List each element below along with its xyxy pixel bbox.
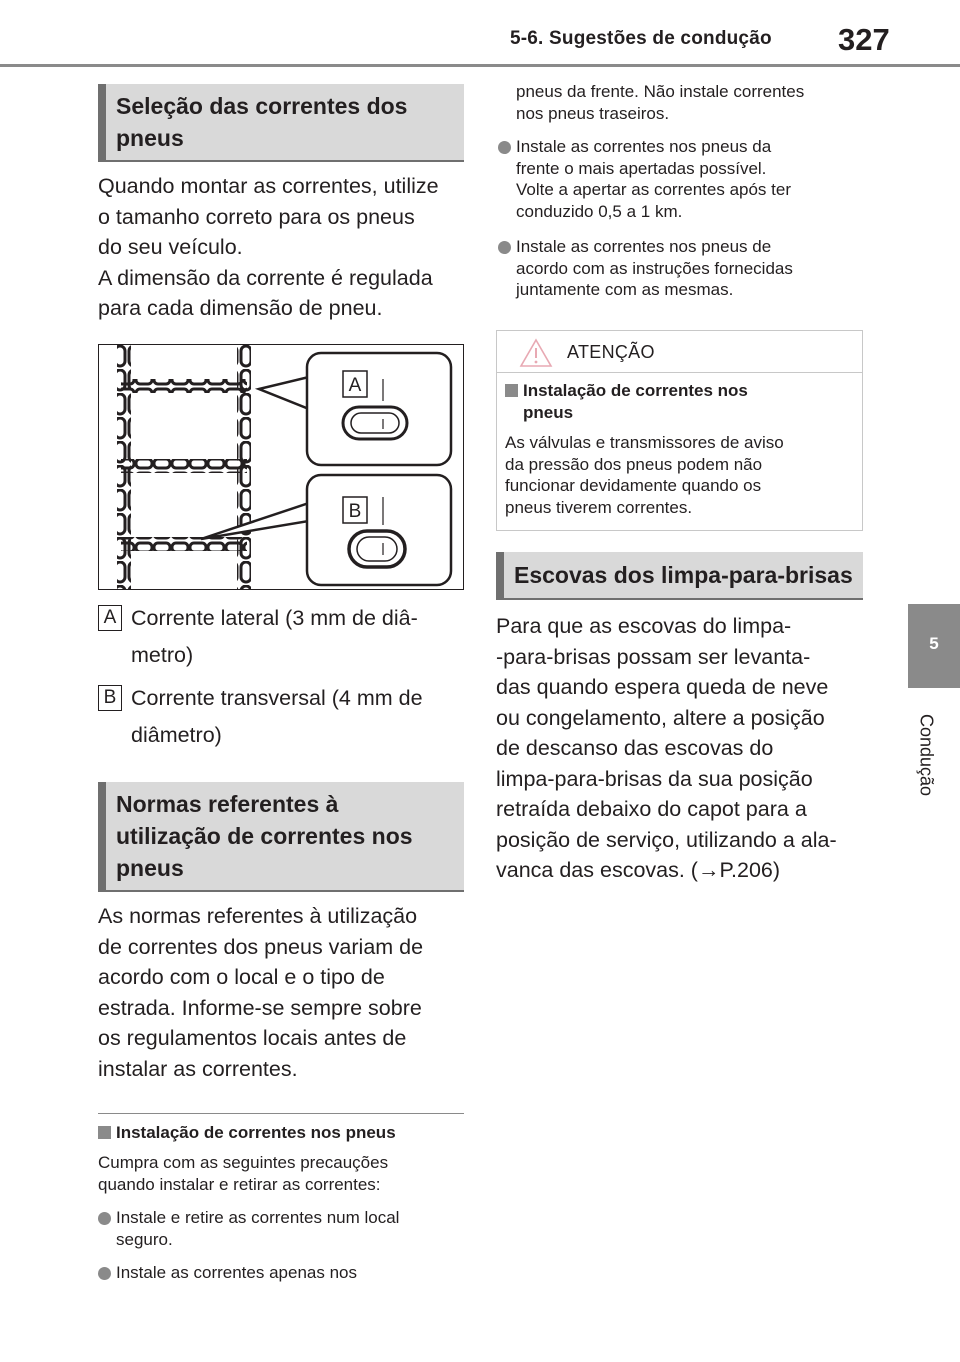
text-line: pneus xyxy=(523,402,574,422)
callout-letter-a: A xyxy=(349,375,362,396)
text-line: das quando espera queda de neve xyxy=(496,675,829,699)
text-line: As normas referentes à utilização xyxy=(98,904,418,928)
text-line: Instale e retire as correntes num local xyxy=(116,1208,400,1227)
continued-text: pneus da frente. Não instale correntes n… xyxy=(516,81,876,124)
chapter-number: 5 xyxy=(929,634,939,653)
square-bullet-icon xyxy=(505,384,518,397)
text-line: retraída debaixo do capot para a xyxy=(496,797,807,821)
text-line: Instalação de correntes nos xyxy=(523,381,748,400)
legend-item-a: Corrente lateral (3 mm de diâ- metro) xyxy=(131,603,471,670)
callout-side-chain xyxy=(305,351,453,467)
text-line: nos pneus traseiros. xyxy=(516,103,670,123)
chain-regulations-text: As normas referentes à utilização de cor… xyxy=(98,901,468,1084)
text-line: Instale as correntes nos pneus da xyxy=(516,137,772,156)
section-title-line: pneus xyxy=(116,855,184,881)
section-title-wiper-blades: Escovas dos limpa-para-brisas xyxy=(496,552,863,600)
install-bullet: Instale as correntes apenas nos xyxy=(98,1262,468,1284)
section-title-line: utilização de correntes nos xyxy=(116,823,413,849)
text-line: para cada dimensão de pneu. xyxy=(98,296,383,320)
section-title-line: Normas referentes à xyxy=(116,791,339,817)
chapter-label-text: Condução xyxy=(916,713,937,797)
text-line: As válvulas e transmissores de aviso xyxy=(505,433,784,452)
cross-chain xyxy=(121,537,247,551)
page-number: 327 xyxy=(838,22,890,57)
wiper-blades-text: Para que as escovas do limpa- -para-bris… xyxy=(496,611,876,886)
text-line: pneus da frente. Não instale correntes xyxy=(516,82,805,101)
text-line: ou congelamento, altere a posição xyxy=(496,705,825,730)
bullet-dot-icon xyxy=(98,1212,111,1225)
text-line: Cumpra com as seguintes precauções xyxy=(98,1153,389,1172)
text-line: instalar as correntes. xyxy=(98,1056,298,1081)
text-line: estrada. Informe-se sempre sobre xyxy=(98,995,422,1020)
text-line: os regulamentos locais antes de xyxy=(98,1026,407,1050)
text-line: Corrente lateral (3 mm de diâ- xyxy=(131,606,418,630)
text-line: diâmetro) xyxy=(131,722,222,747)
text-line: Para que as escovas do limpa- xyxy=(496,614,792,638)
text-line: quando instalar e retirar as correntes: xyxy=(98,1174,381,1194)
section-title-line: pneus xyxy=(116,125,184,151)
cross-chain xyxy=(121,379,247,393)
text-line: frente o mais apertadas possível. xyxy=(516,158,767,178)
text-line: Instale as correntes apenas nos xyxy=(116,1263,357,1282)
square-bullet-icon xyxy=(98,1126,111,1139)
header-rule xyxy=(0,64,960,67)
tire-chain-illustration: A B xyxy=(98,344,464,590)
text-line: Quando montar as correntes, utilize xyxy=(98,174,439,198)
text-line: A dimensão da corrente é regulada xyxy=(98,265,433,290)
text-line: conduzido 0,5 a 1 km. xyxy=(516,201,683,221)
text-line: de descanso das escovas do xyxy=(496,736,774,760)
text-line: Corrente transversal (4 mm de xyxy=(131,686,423,710)
tire-chain-drawing: A B xyxy=(117,345,453,589)
text-line: o tamanho correto para os pneus xyxy=(98,204,415,229)
text-line: seguro. xyxy=(116,1229,173,1249)
bullet-dot-icon xyxy=(498,141,511,154)
text-line: juntamente com as mesmas. xyxy=(516,280,734,299)
text-line: da pressão dos pneus podem não xyxy=(505,454,763,474)
install-bullet: Instale as correntes nos pneus de acordo… xyxy=(498,236,868,301)
text-line: -para-brisas possam ser levanta- xyxy=(496,644,811,669)
warning-heading: Instalação de correntes nos pneus xyxy=(505,380,855,423)
section-title-chain-selection: Seleção das correntes dos pneus xyxy=(98,84,464,162)
text-line: acordo com o local e o tipo de xyxy=(98,965,385,989)
text-line: do seu veículo. xyxy=(98,235,243,259)
chain-selection-text: Quando montar as correntes, utilize o ta… xyxy=(98,171,468,324)
section-title-chain-regulations: Normas referentes à utilização de corren… xyxy=(98,782,464,892)
text-line: pneus tiverem correntes. xyxy=(505,497,693,517)
legend-item-b: Corrente transversal (4 mm de diâmetro) xyxy=(131,683,471,750)
legend-letter-a: A xyxy=(98,605,122,631)
warning-triangle-icon xyxy=(519,338,553,367)
text-line: funcionar devidamente quando os xyxy=(505,476,762,495)
install-intro: Cumpra com as seguintes precauções quand… xyxy=(98,1152,468,1195)
text-line: metro) xyxy=(131,642,194,667)
text-line: posição de serviço, utilizando a ala- xyxy=(496,827,837,852)
section-title-line: Seleção das correntes dos xyxy=(116,93,408,119)
install-bullet: Instale e retire as correntes num local … xyxy=(98,1207,468,1250)
chapter-tab: 5 xyxy=(908,604,960,688)
text-line: Volte a apertar as correntes após ter xyxy=(516,180,791,199)
install-heading: Instalação de correntes nos pneus xyxy=(98,1122,468,1144)
warning-box: ATENÇÃO Instalação de correntes nos pneu… xyxy=(496,330,863,531)
legend-letter-b: B xyxy=(98,685,122,711)
install-bullet: Instale as correntes nos pneus da frente… xyxy=(498,136,868,222)
chapter-label: Condução xyxy=(896,700,956,810)
divider xyxy=(98,1113,464,1114)
callout-letter-b: B xyxy=(349,501,362,522)
text-line: Instale as correntes nos pneus de xyxy=(516,237,772,256)
cross-chain xyxy=(121,459,247,473)
warning-title: ATENÇÃO xyxy=(567,342,655,362)
bullet-dot-icon xyxy=(498,241,511,254)
warning-header: ATENÇÃO xyxy=(497,331,862,373)
bullet-dot-icon xyxy=(98,1267,111,1280)
page-reference-link[interactable]: vanca das escovas. (→P.206) xyxy=(496,858,781,882)
section-header: 5-6. Sugestões de condução xyxy=(510,28,772,49)
text-line: limpa-para-brisas da sua posição xyxy=(496,766,813,791)
text-line: acordo com as instruções fornecidas xyxy=(516,258,793,278)
text-line: de correntes dos pneus variam de xyxy=(98,934,424,959)
warning-body: As válvulas e transmissores de aviso da … xyxy=(505,432,861,518)
